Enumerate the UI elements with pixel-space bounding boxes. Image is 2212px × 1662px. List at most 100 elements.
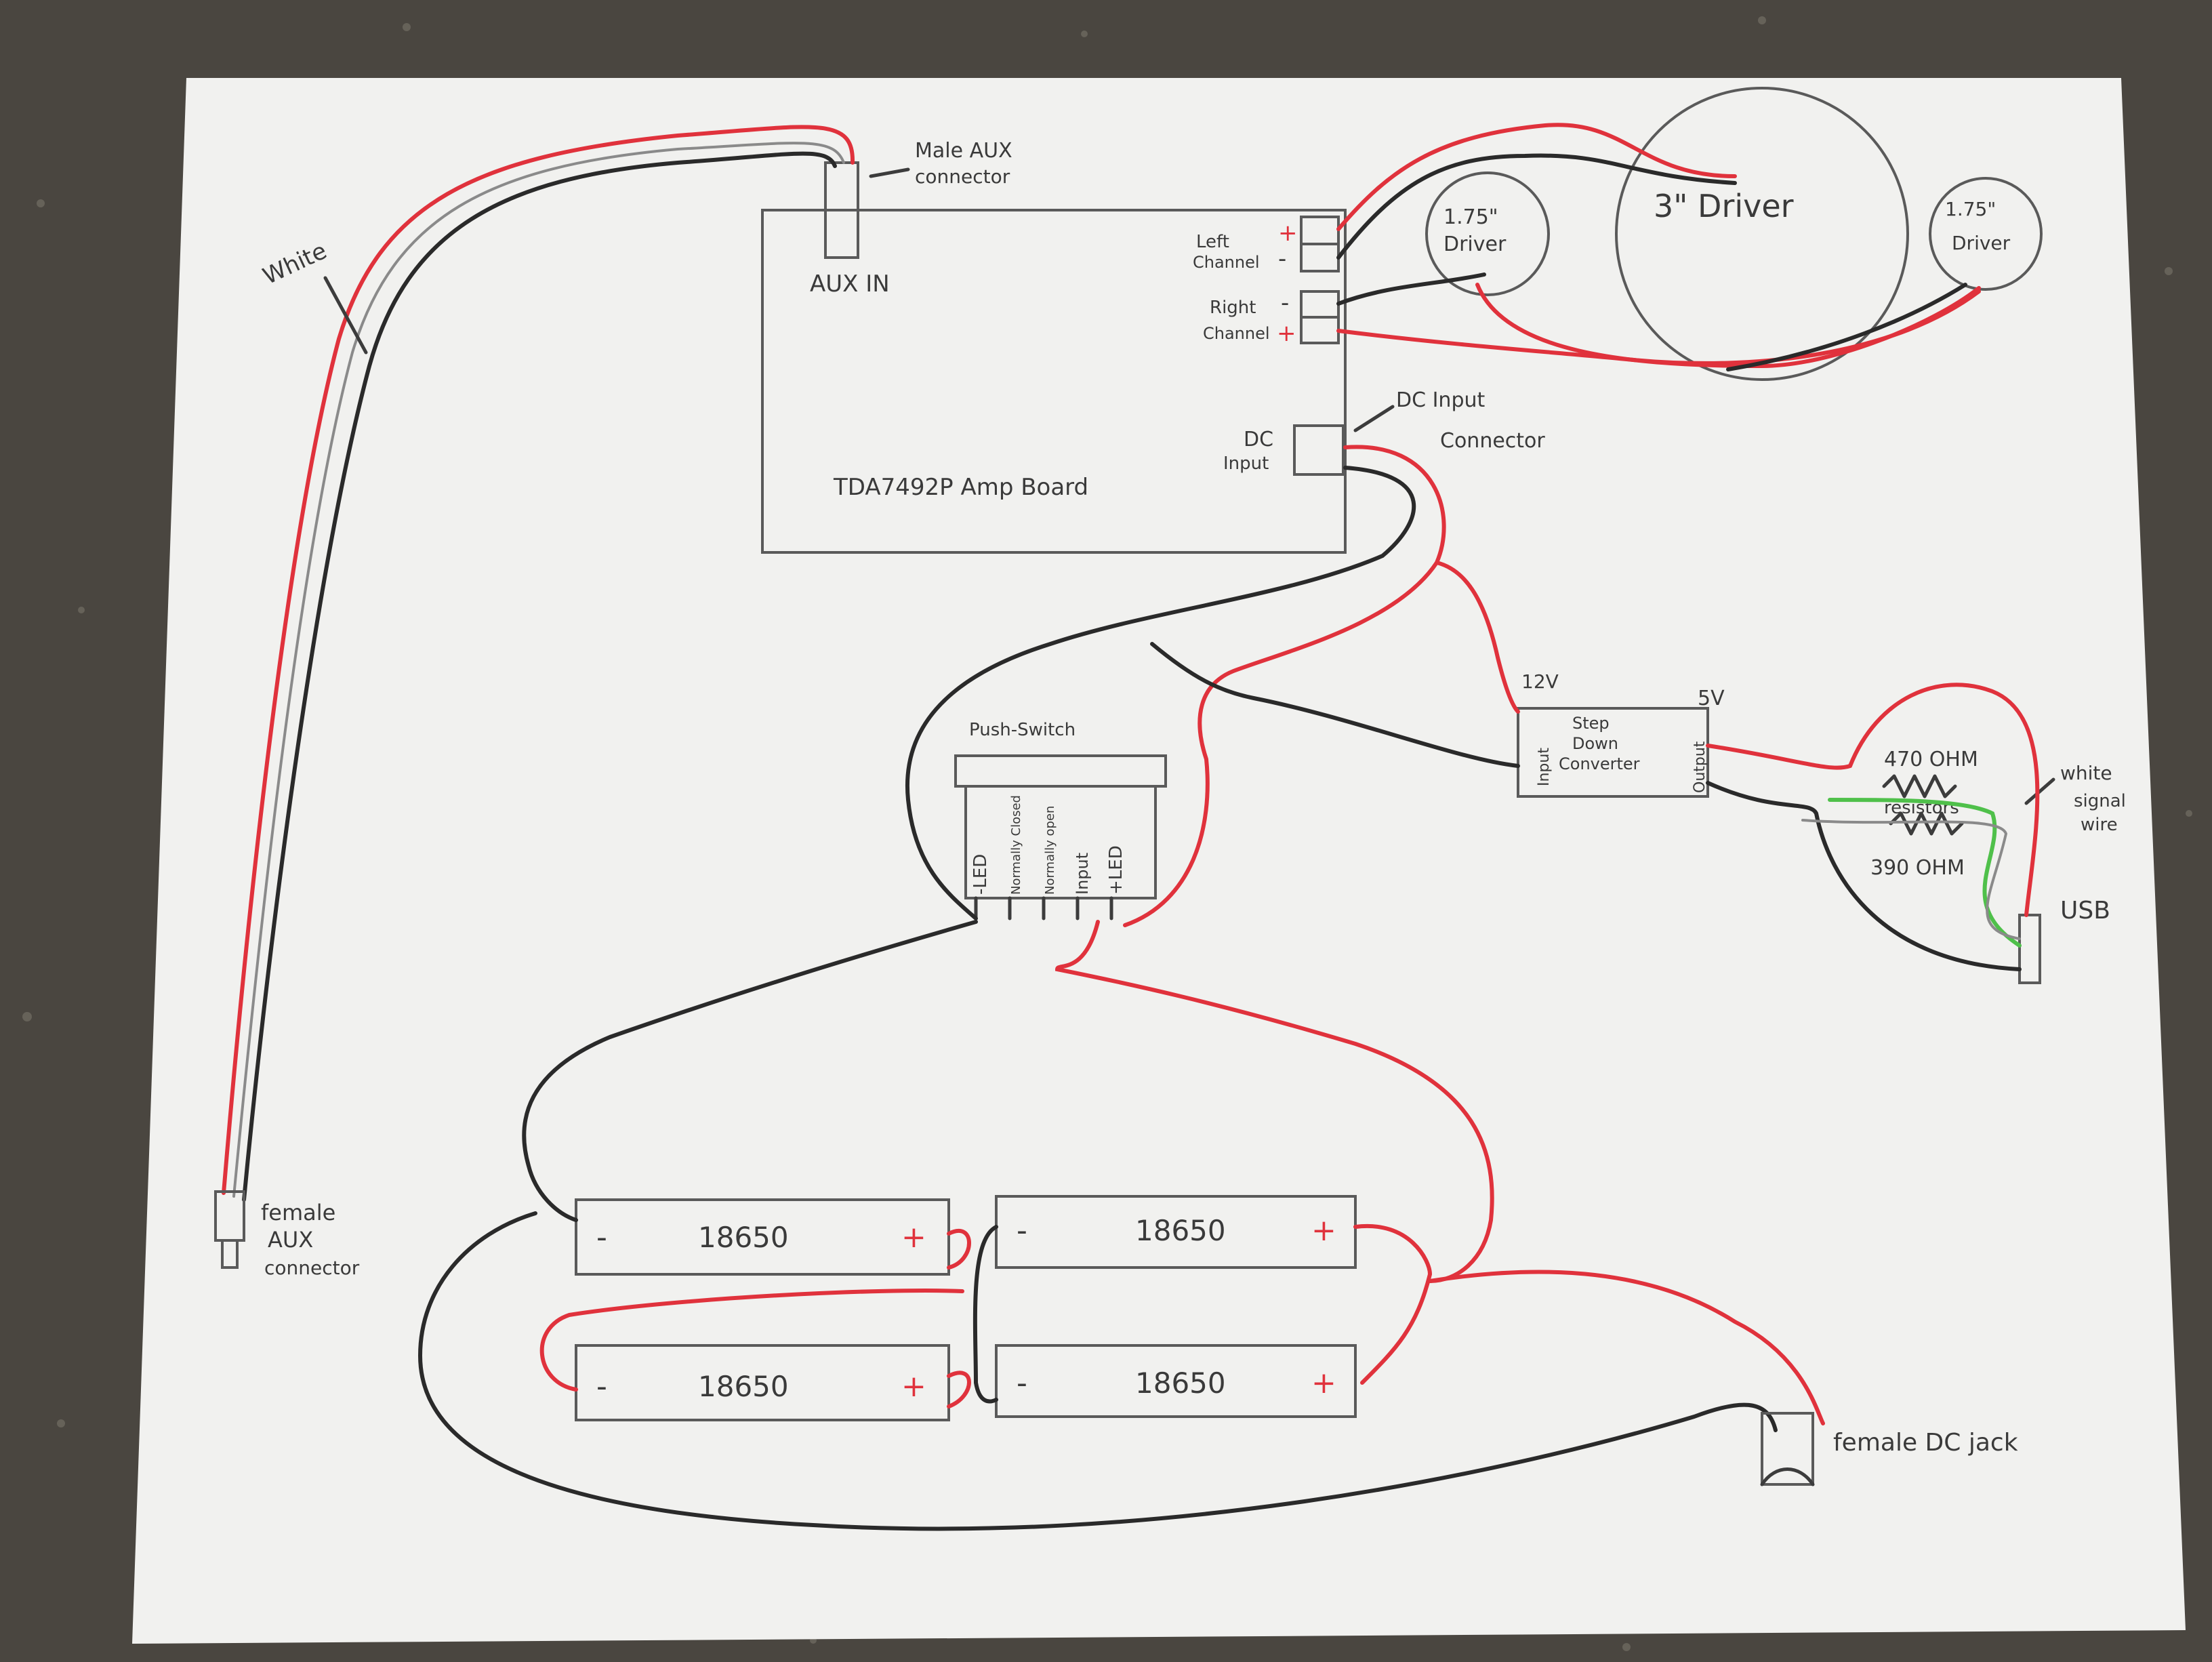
female-aux-label-2: AUX — [268, 1227, 313, 1253]
driver-right — [1929, 177, 2043, 291]
step-down-output-label: Output — [1692, 741, 1708, 793]
battery-top-left — [575, 1198, 950, 1276]
step-down-converter — [1517, 707, 1709, 798]
push-switch-body — [964, 785, 1157, 899]
battery-bottom-left-minus: - — [596, 1369, 607, 1404]
battery-return-red — [539, 1289, 964, 1392]
battery-top-left-minus: - — [596, 1220, 607, 1255]
right-speaker-black-wire — [1336, 272, 1486, 306]
resistor-390-label: 390 OHM — [1870, 856, 1965, 880]
switch-to-battery-red — [1054, 920, 1494, 1283]
converter-output-black-wire — [1706, 781, 2022, 971]
usb-signal-white-wire — [1801, 819, 2021, 940]
switch-pin-pos-led: +LED — [1106, 845, 1126, 895]
driver-right-label-1: 1.75" — [1945, 198, 1996, 220]
dc-input-jack — [1293, 424, 1345, 476]
switch-pin-neg-led: -LED — [970, 854, 991, 895]
right-minus-sign: - — [1281, 289, 1289, 317]
female-dc-jack-label: female DC jack — [1833, 1429, 2018, 1457]
left-speaker-red-wire — [1336, 123, 1737, 231]
switch-pin-normally-open: Normally open — [1043, 806, 1057, 895]
battery-bottom-right-minus: - — [1017, 1366, 1027, 1400]
driver-center — [1615, 87, 1909, 381]
right-channel-label-1: Right — [1210, 298, 1256, 318]
amp-board — [761, 209, 1347, 554]
step-down-label-3: Converter — [1559, 754, 1640, 773]
battery-bottom-right-label: 18650 — [1135, 1366, 1226, 1400]
paper-sheet — [132, 78, 2186, 1644]
battery-to-jack-black — [417, 1211, 1778, 1531]
battery-bottom-right — [995, 1344, 1357, 1418]
white-signal-label-1: white — [2060, 762, 2112, 784]
resistor-470-label: 470 OHM — [1884, 748, 1978, 771]
driver-left-label-2: Driver — [1443, 232, 1507, 256]
left-plus-sign: + — [1278, 220, 1298, 247]
battery-link-black-1 — [972, 1225, 998, 1404]
aux-cable-red-wire — [222, 125, 855, 1195]
driver-left — [1425, 171, 1550, 296]
battery-bottom-left — [575, 1344, 950, 1421]
push-switch-pins: -LED Normally Closed Normally open Input… — [970, 795, 1126, 920]
battery-top-right-minus: - — [1017, 1213, 1027, 1248]
battery-plus-red — [1353, 1223, 1433, 1385]
female-dc-jack-opening — [1760, 1467, 1815, 1486]
aux-in-jack — [824, 161, 859, 259]
step-down-label-1: Step — [1572, 714, 1610, 733]
battery-top-right-plus: + — [1311, 1213, 1336, 1248]
left-channel-label-1: Left — [1196, 232, 1229, 252]
dc-input-label-1: DC — [1244, 428, 1273, 451]
push-switch-label: Push-Switch — [969, 720, 1076, 740]
converter-output-red-wire — [1706, 683, 2040, 917]
driver-right-label-2: Driver — [1952, 232, 2011, 254]
battery-top-left-plus: + — [901, 1220, 926, 1255]
driver-left-label-1: 1.75" — [1443, 205, 1498, 229]
dc-input-label-2: Input — [1223, 453, 1269, 474]
voltage-in-label: 12V — [1521, 670, 1559, 693]
battery-top-right-label: 18650 — [1135, 1214, 1226, 1247]
step-down-label-2: Down — [1572, 734, 1618, 753]
resistor-470 — [1882, 774, 1957, 798]
female-aux-tip — [221, 1239, 239, 1269]
left-channel-label-2: Channel — [1193, 253, 1260, 272]
driver-center-label: 3" Driver — [1654, 188, 1794, 224]
switch-pin-normally-closed: Normally Closed — [1009, 795, 1023, 895]
dc-input-arrow — [1353, 405, 1395, 432]
white-signal-label-3: wire — [2081, 815, 2118, 835]
dc-red-to-switch — [1123, 561, 1439, 927]
step-down-input-label: Input — [1536, 748, 1553, 786]
dc-black-to-switch — [905, 466, 1416, 920]
aux-cable-black-wire — [242, 151, 837, 1202]
female-aux-label-3: connector — [264, 1257, 360, 1279]
male-aux-label-2: connector — [915, 165, 1010, 188]
amp-board-label: TDA7492P Amp Board — [833, 474, 1088, 501]
battery-top-right — [995, 1195, 1357, 1269]
battery-link-red-1 — [947, 1228, 971, 1270]
battery-top-left-label: 18650 — [698, 1221, 789, 1254]
resistor-390 — [1889, 811, 1964, 836]
battery-to-jack-red — [1428, 1270, 1825, 1425]
switch-pin-input: Input — [1073, 853, 1092, 895]
black-to-converter — [1150, 642, 1520, 768]
male-aux-label-1: Male AUX — [915, 139, 1012, 163]
switch-to-battery-black — [522, 920, 978, 1222]
battery-pack: - 18650 + - 18650 + - 18650 + - 18650 + — [575, 1195, 1357, 1421]
usb-label: USB — [2060, 897, 2110, 925]
male-aux-arrow — [869, 167, 910, 178]
battery-link-red-2 — [947, 1371, 971, 1408]
white-signal-label-2: signal — [2074, 791, 2126, 811]
battery-bottom-left-label: 18650 — [698, 1370, 789, 1403]
battery-bottom-left-plus: + — [901, 1369, 926, 1404]
dc-input-connector-label-1: DC Input — [1396, 388, 1486, 412]
aux-in-label: AUX IN — [810, 270, 890, 298]
voltage-out-label: 5V — [1698, 687, 1725, 710]
battery-bottom-right-plus: + — [1311, 1366, 1336, 1400]
female-aux-label-1: female — [261, 1200, 335, 1225]
left-speaker-black-wire — [1336, 153, 1737, 260]
driver-link-black-wire — [1726, 283, 1967, 371]
white-cable-pointer — [323, 276, 368, 354]
white-signal-pointer — [2024, 777, 2055, 805]
dc-input-connector-label-2: Connector — [1440, 429, 1545, 453]
usb-connector — [2018, 914, 2041, 984]
